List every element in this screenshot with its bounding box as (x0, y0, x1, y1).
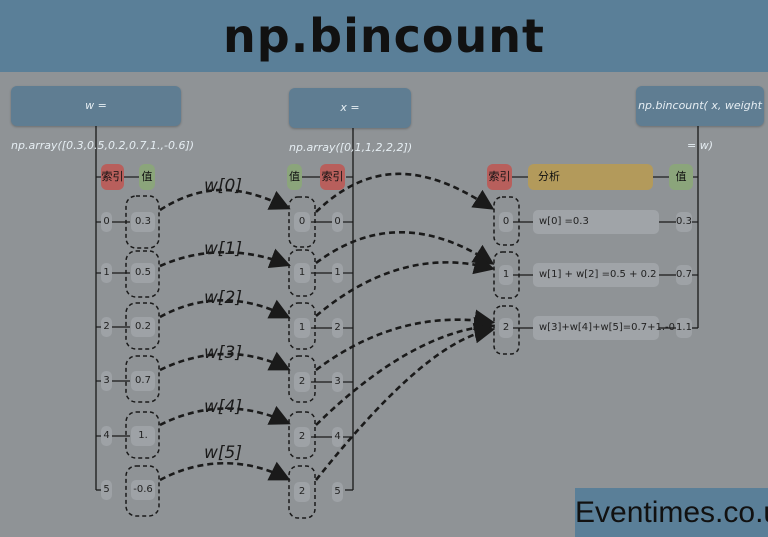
brand-badge (575, 488, 768, 537)
arrow-label-0: w[0] (204, 176, 242, 196)
x-value-box-4 (288, 411, 316, 459)
x-index-4: 4 (332, 427, 343, 447)
result-analysis-2: w[3]+w[4]+w[5]=0.7+1.-0.6 (533, 316, 685, 340)
result-value-0: 0.3 (676, 212, 692, 232)
arrow-w5 (159, 461, 291, 482)
brand-text: Eventimes.co.uk (575, 496, 768, 529)
x-value-1: 1 (294, 263, 310, 283)
arrow-label-1: w[1] (204, 239, 242, 259)
w-value-header: 值 (139, 164, 155, 190)
x-index-0: 0 (332, 212, 343, 232)
w-value-4: 1. (131, 426, 155, 446)
x-value-box-2 (288, 302, 316, 350)
w-index-4: 4 (101, 426, 112, 446)
x-value-box-5 (288, 465, 316, 519)
x-value-box-3 (288, 355, 316, 403)
result-analysis-0: w[0] =0.3 (533, 210, 659, 234)
arrow-w0 (159, 188, 291, 212)
w-value-2: 0.2 (131, 317, 155, 337)
w-index-5: 5 (101, 480, 112, 500)
result-value-2: 1.1 (676, 318, 692, 338)
arrow-label-4: w[4] (204, 397, 242, 417)
w-value-box-5 (125, 465, 160, 517)
x-definition-label: x = np.array([0,1,1,2,2,2]) (289, 88, 412, 154)
arrow-label-3: w[3] (204, 343, 242, 363)
x-value-3: 2 (294, 372, 310, 392)
x-index-5: 5 (332, 482, 343, 502)
x-value-0: 0 (294, 212, 310, 232)
w-index-0: 0 (101, 212, 112, 232)
arrow-label-2: w[2] (204, 288, 242, 308)
w-index-header: 索引 (101, 164, 124, 190)
x-value-5: 2 (294, 482, 310, 502)
result-definition-label: np.bincount( x, weight = w) (636, 86, 764, 152)
result-analysis-header: 分析 (528, 164, 653, 190)
header-bar (0, 0, 768, 72)
x-index-2: 2 (332, 318, 343, 338)
x-value-header: 值 (287, 164, 302, 190)
result-value-header: 值 (669, 164, 693, 190)
x-index-header: 索引 (320, 164, 345, 190)
result-index-1: 1 (499, 265, 513, 285)
page-title: np.bincount (223, 9, 545, 63)
result-index-header: 索引 (487, 164, 512, 190)
w-value-5: -0.6 (131, 480, 155, 500)
w-index-2: 2 (101, 317, 112, 337)
result-value-1: 0.7 (676, 265, 692, 285)
w-value-3: 0.7 (131, 371, 155, 391)
w-value-0: 0.3 (131, 212, 155, 232)
w-definition-label: w = np.array([0.3,0.5,0.2,0.7,1.,-0.6]) (11, 86, 194, 152)
x-value-4: 2 (294, 427, 310, 447)
arrow-x0 (315, 172, 495, 213)
arrow-w1 (159, 248, 291, 269)
w-index-1: 1 (101, 263, 112, 283)
result-index-box-0 (493, 196, 520, 246)
result-index-box-2 (493, 305, 520, 355)
x-index-3: 3 (332, 372, 343, 392)
result-index-0: 0 (499, 212, 513, 232)
arrow-label-5: w[5] (204, 443, 242, 463)
x-value-2: 1 (294, 318, 310, 338)
result-analysis-1: w[1] + w[2] =0.5 + 0.2 (533, 263, 659, 287)
w-value-1: 0.5 (131, 263, 155, 283)
w-index-3: 3 (101, 371, 112, 391)
x-index-1: 1 (332, 263, 343, 283)
result-index-2: 2 (499, 318, 513, 338)
